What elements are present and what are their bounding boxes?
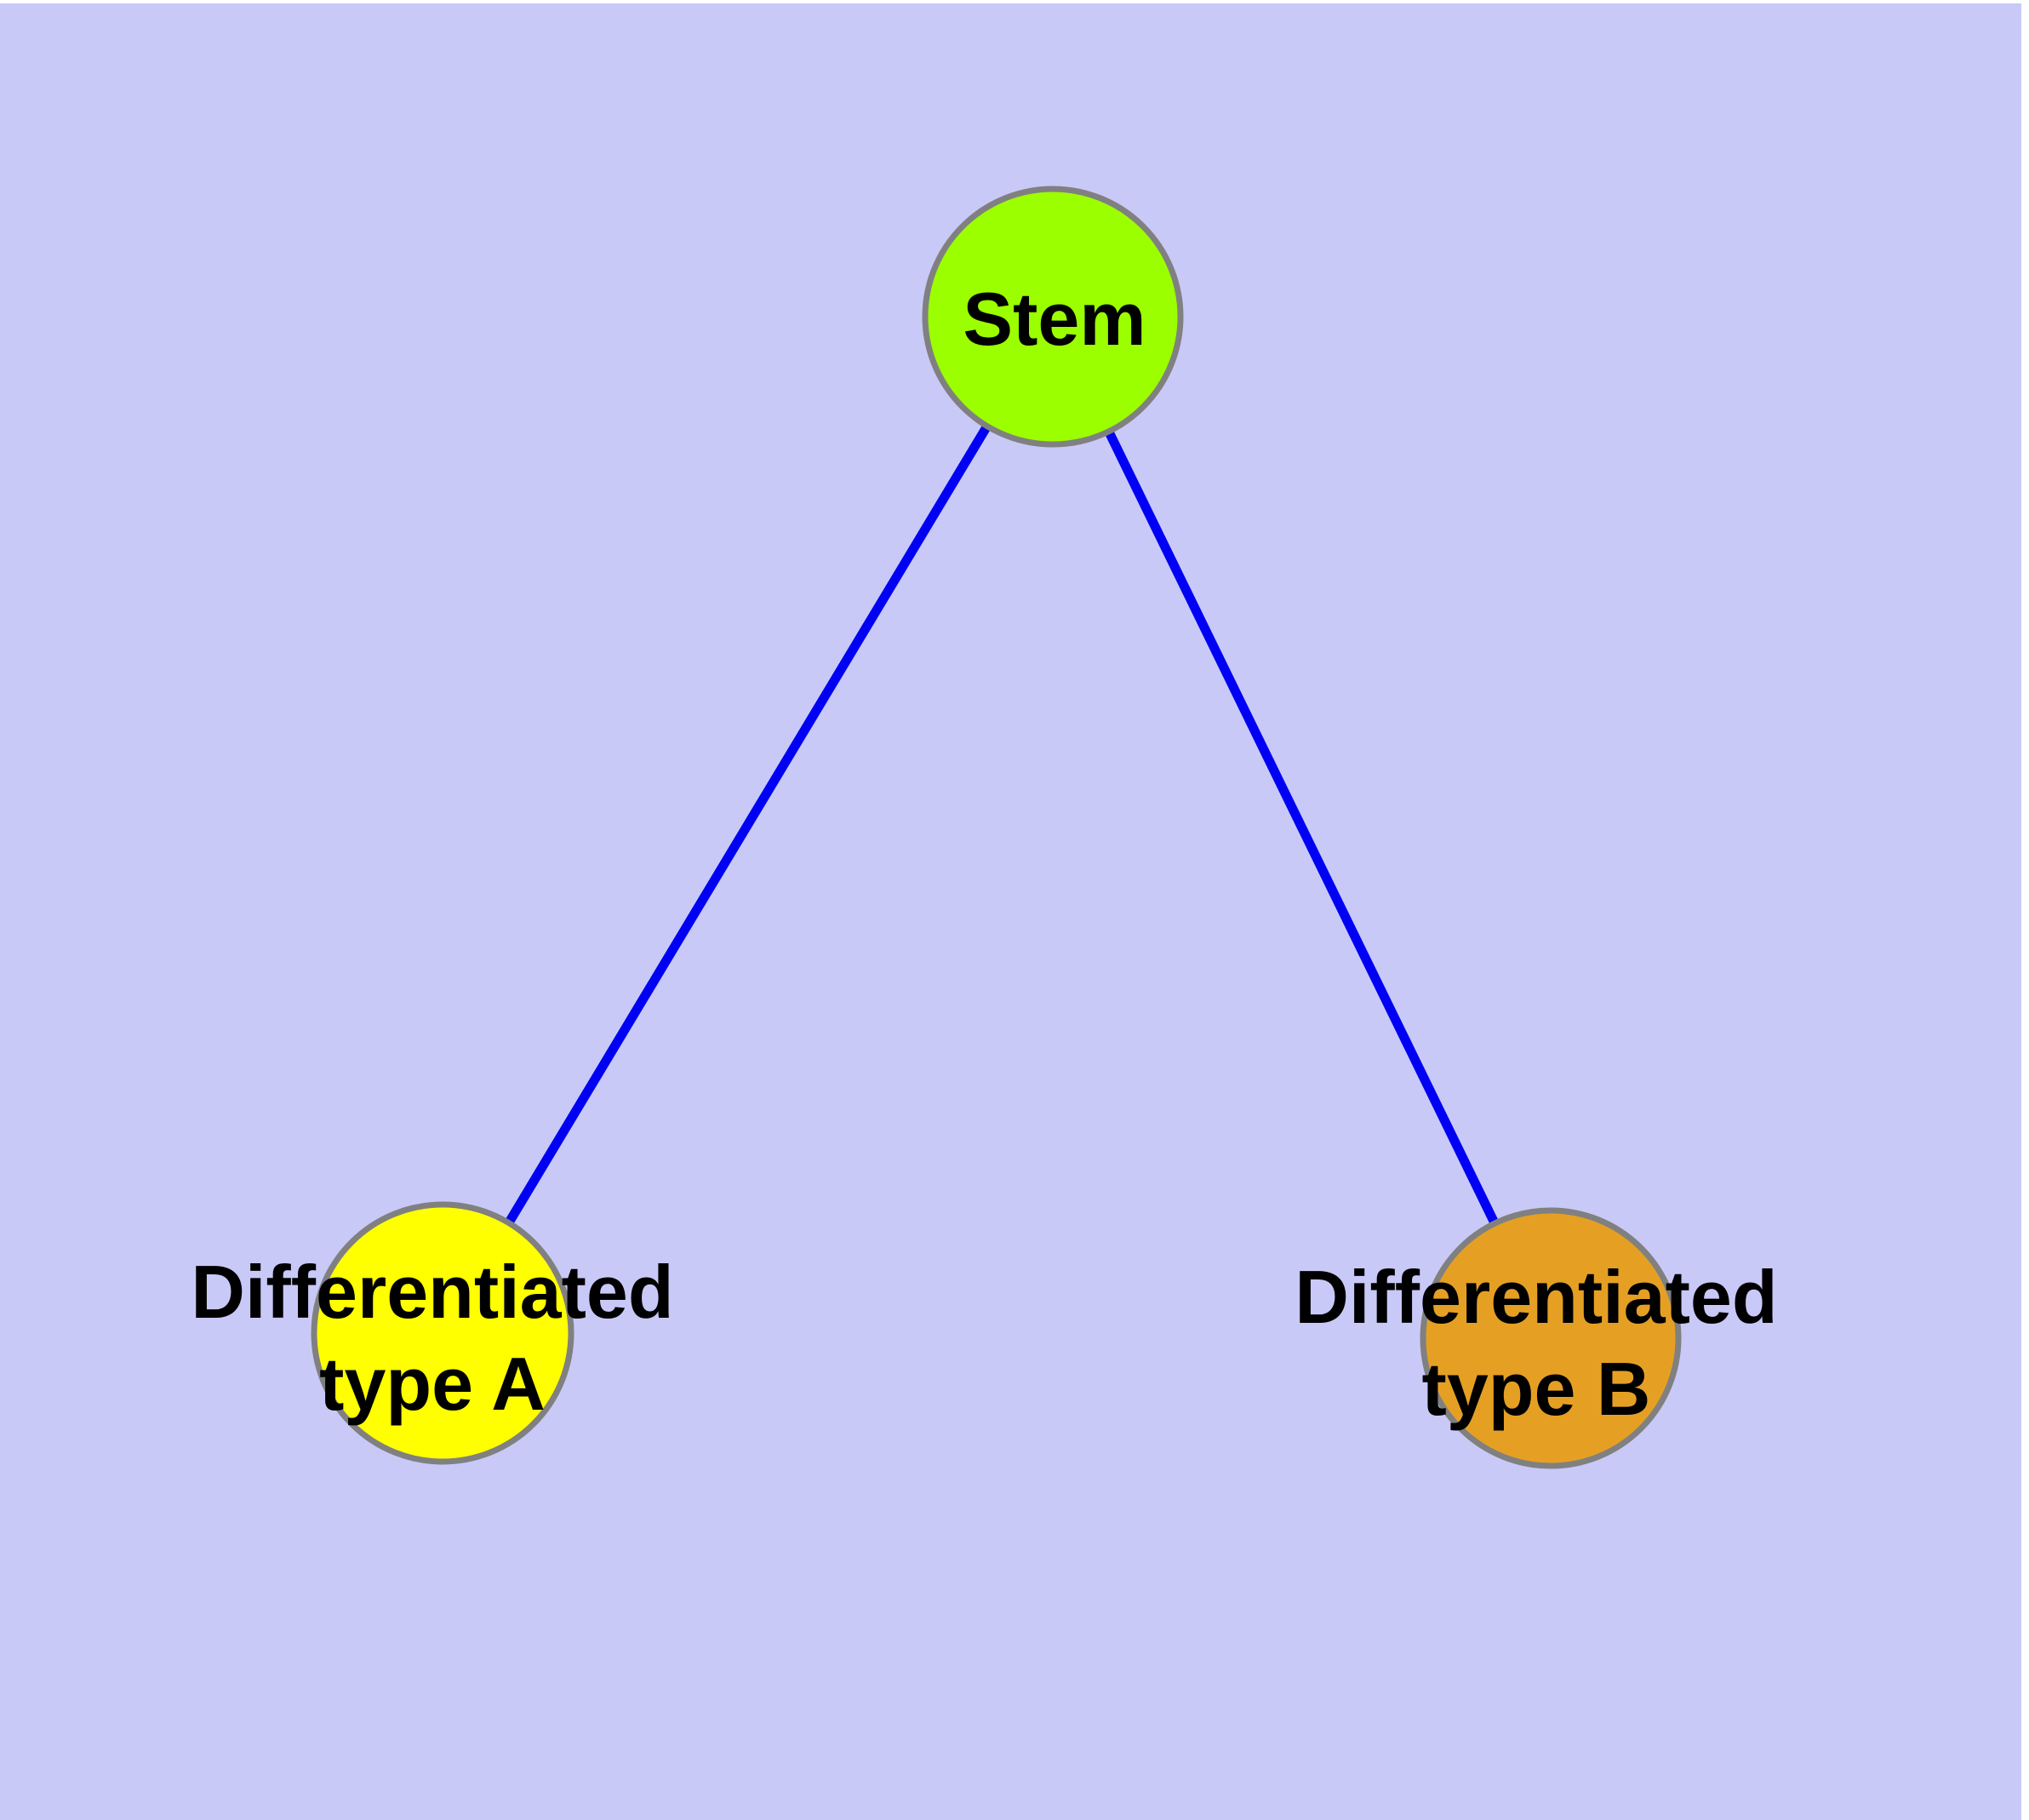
edge-stem-to-type-a	[438, 314, 1057, 1336]
node-type-b-circle	[1420, 1207, 1682, 1469]
edge-stem-to-type-b	[1049, 314, 1555, 1341]
node-type-a-circle	[311, 1201, 574, 1465]
node-stem-circle	[922, 186, 1184, 448]
